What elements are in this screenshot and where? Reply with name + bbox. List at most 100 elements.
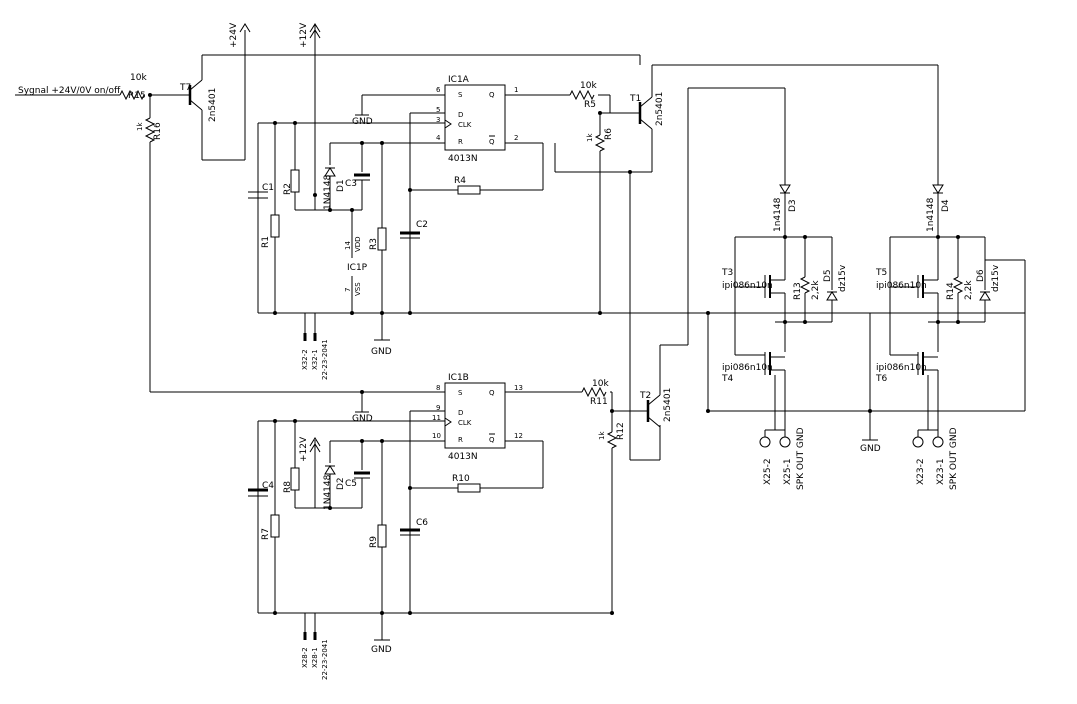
ic1b-pin13: 13 (514, 384, 523, 392)
x28-1-label: X28-1 (311, 647, 319, 668)
r1-label: R1 (261, 236, 271, 248)
ic1b-pin9: 9 (436, 404, 440, 412)
d3-type: 1n4148 (773, 197, 783, 232)
d6-label: D6 (976, 269, 986, 282)
r5-label: R5 (584, 100, 596, 110)
r16-label: R16 (153, 122, 163, 140)
d6-diode (979, 291, 991, 301)
r13-label: R13 (793, 282, 803, 300)
ic1b-q: Q (489, 389, 495, 397)
r6-value: 1k (586, 133, 594, 142)
r9-label: R9 (369, 536, 379, 548)
r6-label: R6 (604, 128, 614, 140)
x25-1-terminal (779, 436, 791, 448)
c1-label: C1 (262, 183, 274, 193)
ic1a-clk: CLK (458, 121, 472, 129)
v24-label: +24V (229, 22, 239, 48)
t1-label: T1 (629, 94, 641, 104)
x25-2-label: X25-2 (763, 458, 773, 485)
r15-label: R15 (128, 91, 146, 101)
ic1p-label: IC1P (347, 263, 368, 273)
r3-resistor (377, 227, 387, 251)
r11-resistor (581, 386, 607, 398)
ic1b-pin12: 12 (514, 432, 523, 440)
ic1a-q: Q (489, 91, 495, 99)
ic1a-pin5: 5 (436, 106, 440, 114)
x23-1-label: X23-1 (936, 458, 946, 485)
x28-part: 22-23-2041 (321, 639, 329, 680)
d2-label: D2 (336, 477, 346, 490)
ic1b-s: S (458, 389, 463, 397)
ic1b-part: 4013N (448, 452, 478, 462)
input-label: Sygnal +24V/0V on/off (18, 86, 121, 96)
r11-value: 10k (592, 379, 609, 389)
r4-resistor (457, 185, 481, 195)
x25-2-terminal (759, 436, 771, 448)
ic1a-r: R (458, 138, 463, 146)
ic1a-pin2: 2 (514, 134, 518, 142)
t5-type: ipi086n10n (876, 281, 927, 291)
ic1p-pin14: 14 (344, 241, 352, 250)
r10-label: R10 (452, 474, 470, 484)
output-stage-right: 1n4148 D4 T5 ipi086n10n R14 2,2k D6 dz15… (875, 184, 1025, 490)
v12-arrow-icon-2 (309, 437, 321, 453)
t7-transistor: T7 2n5401 (179, 55, 218, 160)
t2-stage: 10k R11 1k R12 T2 2n5401 (581, 87, 786, 615)
ic1a-pin1: 1 (514, 86, 518, 94)
t4-type: ipi086n10n (722, 363, 773, 373)
x32-1-label: X32-1 (311, 349, 319, 370)
r10-resistor (457, 483, 481, 493)
gnd-label-5: GND (860, 444, 881, 454)
r9-resistor (377, 524, 387, 548)
c2-label: C2 (416, 220, 428, 230)
c4-label: C4 (262, 481, 274, 491)
ic1a-pin4: 4 (436, 134, 441, 142)
d1-type: 1N4148 (323, 174, 333, 210)
t5-label: T5 (875, 268, 887, 278)
d3-diode (779, 184, 791, 194)
r7-label: R7 (261, 528, 271, 540)
ic1a-pin6: 6 (436, 86, 441, 94)
r4-label: R4 (454, 176, 466, 186)
d1-label: D1 (336, 179, 346, 192)
r5-resistor (569, 89, 595, 101)
ic1b-d: D (458, 409, 463, 417)
t5-mosfet: T5 ipi086n10n (875, 268, 939, 322)
input-stage: Sygnal +24V/0V on/off 10k R15 1k R16 T7 … (15, 30, 641, 393)
d2-diode (324, 465, 336, 475)
t3-label: T3 (721, 268, 733, 278)
ic1b-qn: Q (489, 436, 495, 444)
ic1b-input-network: C4 R7 R8 +12V 1N4148 D2 C5 R9 GND C6 X28… (248, 419, 612, 680)
r16-resistor (144, 117, 156, 143)
ic1b-r: R (458, 436, 463, 444)
ic1a-s: S (458, 91, 463, 99)
t3-type: ipi086n10n (722, 281, 773, 291)
r11-label: R11 (590, 397, 608, 407)
ic1b-flipflop: IC1B 4013N S D CLK R Q Q 8 9 11 10 13 12… (258, 373, 582, 613)
gnd-label-4: GND (371, 645, 392, 655)
t4-mosfet: ipi086n10n T4 (721, 352, 786, 430)
ic1a-input-network: C1 R1 R2 1N4148 D1 C3 R3 GND C2 14 VDD I… (248, 121, 1025, 380)
r1-resistor (270, 214, 280, 238)
spk-out-label-2: SPK OUT GND (949, 427, 959, 490)
ic1b-pin8: 8 (436, 384, 440, 392)
t4-label: T4 (721, 374, 733, 384)
d5-type: dz15v (838, 264, 848, 292)
r13-value: 2,2k (811, 280, 821, 300)
t1-stage: 10k R5 1k R6 T1 2n5401 (554, 64, 939, 461)
t7-type: 2n5401 (208, 88, 218, 122)
c3-label: C3 (345, 179, 357, 189)
x23-2-label: X23-2 (916, 458, 926, 485)
t2-transistor: T2 2n5401 (639, 388, 673, 428)
ic1p-vdd: VDD (354, 236, 362, 252)
d4-diode (932, 184, 944, 194)
t2-type: 2n5401 (663, 388, 673, 422)
ic1b-pin11: 11 (432, 414, 441, 422)
d4-type: 1n4148 (926, 197, 936, 232)
t1-transistor: T1 2n5401 (629, 92, 665, 130)
ic1b-name: IC1B (448, 373, 469, 383)
r15-value: 10k (130, 73, 147, 83)
c5-label: C5 (345, 479, 357, 489)
ic1a-pin3: 3 (436, 116, 440, 124)
